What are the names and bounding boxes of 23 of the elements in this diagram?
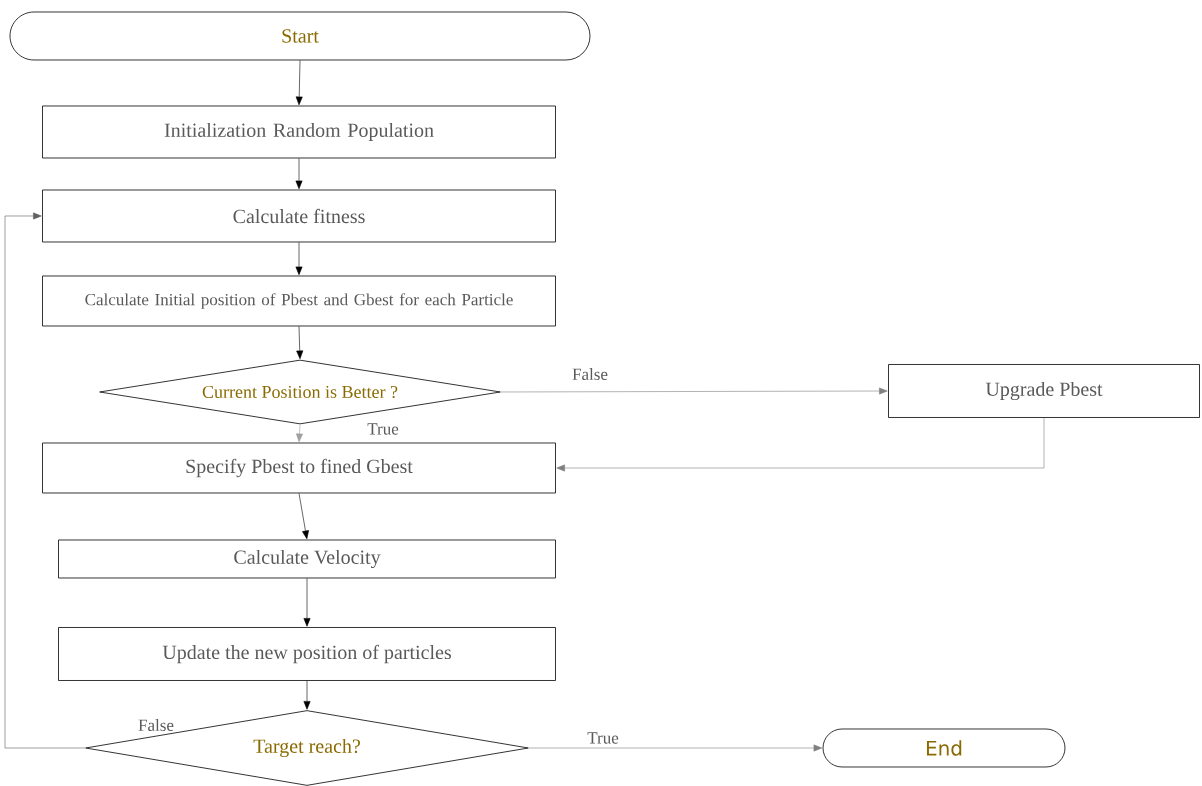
arrow: [295, 242, 303, 276]
arrow: [4, 212, 86, 749]
edge-label: True: [366, 422, 400, 436]
arrow: [298, 493, 309, 540]
process-box: Specify Pbest to fined Gbest: [42, 442, 556, 494]
arrow: [296, 326, 304, 360]
process-box: Calculate Velocity: [58, 539, 556, 579]
process-box: Initialization Random Population: [42, 105, 556, 159]
arrow: [303, 578, 311, 627]
arrow: [295, 60, 303, 106]
arrow: [500, 387, 888, 395]
arrow: [303, 680, 311, 710]
process-box: Update the new position of particles: [58, 627, 556, 681]
edge-label: False: [137, 718, 175, 732]
process-box: Calculate fitness: [42, 189, 556, 243]
arrow: [556, 417, 1045, 472]
process-box: Calculate Initial position of Pbest and Gbest for each Particle: [42, 275, 556, 327]
arrow: [295, 158, 303, 190]
arrow: [296, 424, 303, 443]
arrow: [528, 744, 823, 752]
process-box: Upgrade Pbest: [888, 364, 1200, 418]
edge-label: True: [586, 731, 620, 745]
edge-label: False: [571, 367, 609, 381]
